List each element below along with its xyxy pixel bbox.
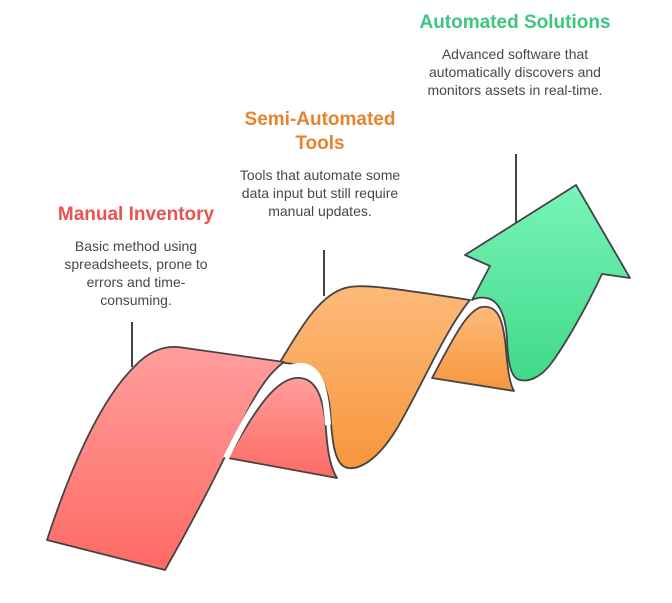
auto-arrow	[464, 184, 631, 382]
stage-description: Advanced software that automatically dis…	[427, 46, 603, 98]
stage-title: Manual Inventory	[57, 204, 215, 225]
stage-title: Automated Solutions	[419, 12, 611, 33]
semi-ribbon-tail	[431, 305, 515, 392]
stage-automated-solutions: Automated Solutions Advanced software th…	[415, 11, 615, 99]
stage-manual-inventory: Manual Inventory Basic method using spre…	[36, 203, 236, 309]
stage-description: Tools that automate some data input but …	[239, 167, 401, 219]
manual-ribbon-tail	[227, 377, 338, 479]
stage-title: Semi-Automated Tools	[244, 109, 396, 154]
manual-ribbon	[46, 345, 285, 571]
ribbon-fold-gap-1	[223, 362, 331, 460]
stage-description: Basic method using spreadsheets, prone t…	[64, 238, 208, 308]
stage-semi-automated-tools: Semi-Automated Tools Tools that automate…	[220, 108, 420, 220]
